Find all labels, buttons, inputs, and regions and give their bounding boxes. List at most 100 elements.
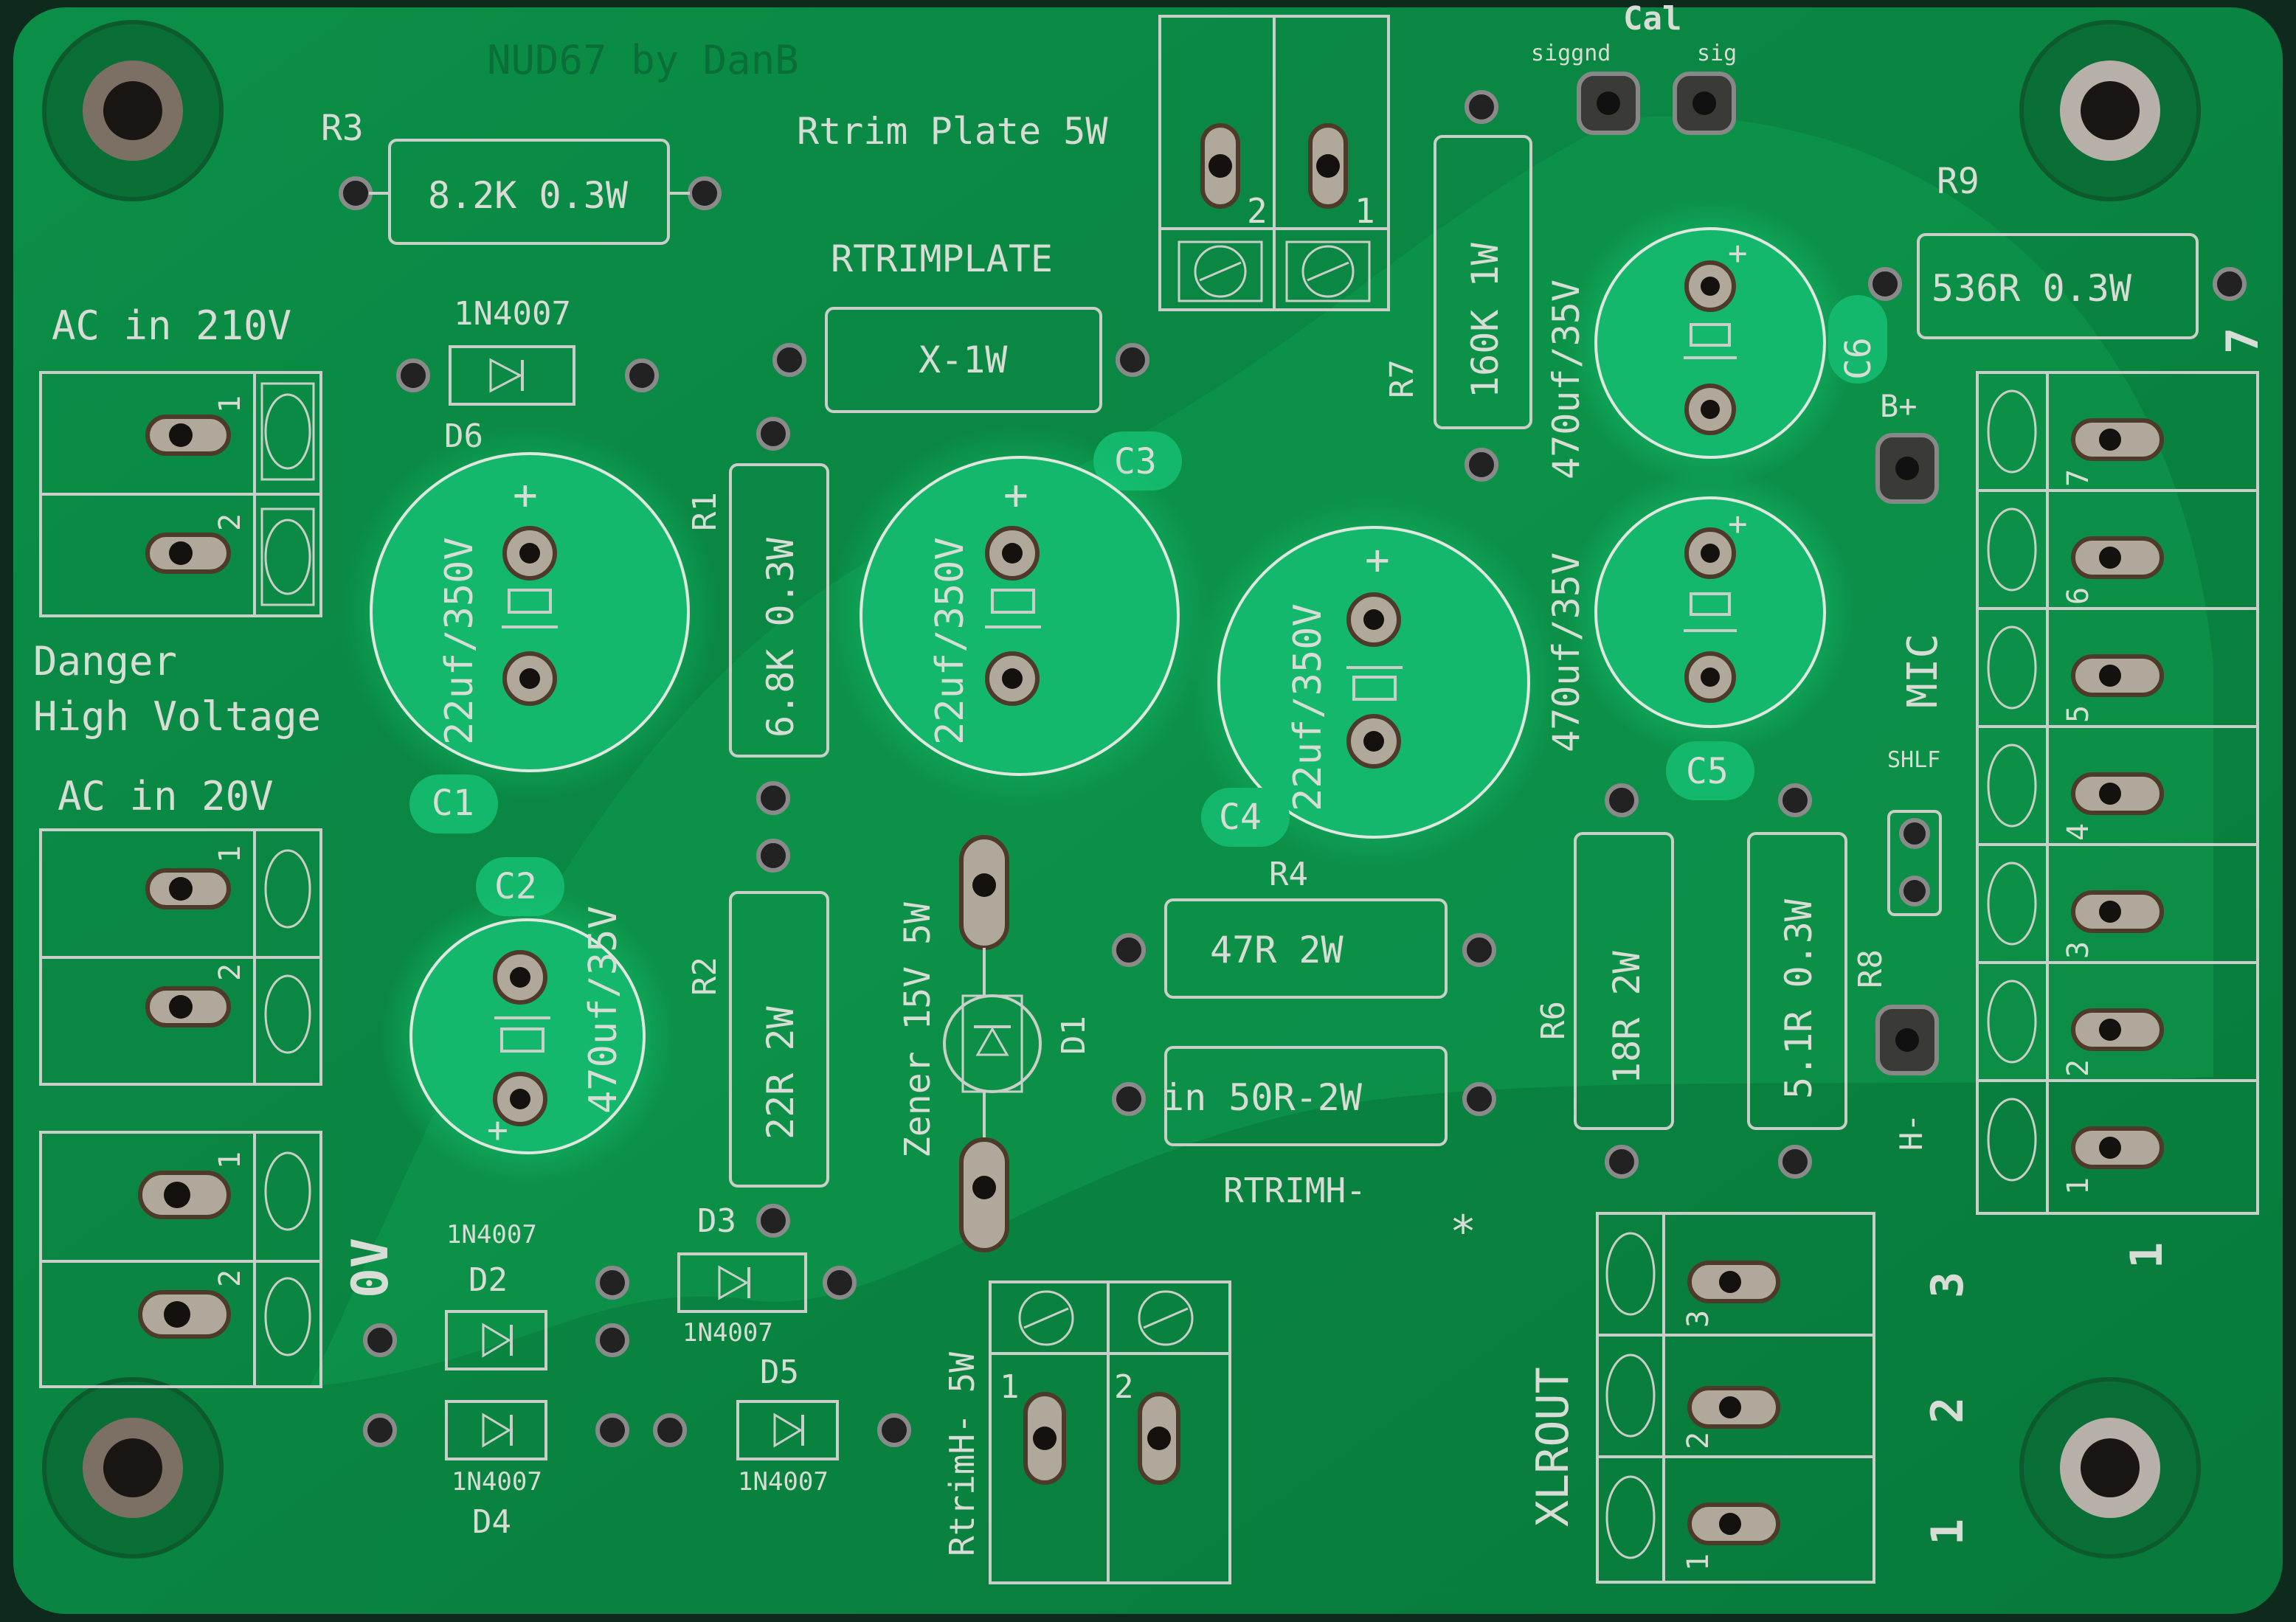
r9-pad-left bbox=[1868, 267, 1902, 301]
d5-label: D5 bbox=[760, 1354, 799, 1391]
ac20-pin1: 1 bbox=[213, 845, 247, 863]
r9-value: 536R 0.3W bbox=[1932, 267, 2132, 310]
rtrimplate-pad-right bbox=[1116, 343, 1149, 377]
c6-label: C6 bbox=[1838, 337, 1879, 380]
d3-label: D3 bbox=[697, 1202, 736, 1240]
capacitor-c4: + 22uf/350V bbox=[1189, 498, 1558, 867]
mic-pin5: 5 bbox=[2061, 705, 2095, 723]
capacitor-c5: + bbox=[1566, 468, 1854, 756]
c4-plus: + bbox=[1365, 536, 1390, 584]
r7-pad-bottom bbox=[1465, 448, 1498, 482]
ac210-pin1: 1 bbox=[213, 395, 247, 413]
r1-label: R1 bbox=[686, 492, 724, 531]
shlf-jumper bbox=[1887, 810, 1942, 916]
c3-plus: + bbox=[1003, 471, 1028, 519]
mic-pin1-marker: 1 bbox=[2121, 1242, 2173, 1269]
d6-part-label: 1N4007 bbox=[454, 295, 571, 333]
r6-pad-bottom bbox=[1605, 1145, 1639, 1179]
r9-label: R9 bbox=[1937, 161, 1979, 202]
rtrim-plate-terminal: 2 1 bbox=[1158, 15, 1390, 311]
rtrim-terminal-pin1: 1 bbox=[1355, 191, 1375, 231]
zerov-pin1: 1 bbox=[213, 1151, 247, 1169]
rtrimh-5w-label: RtrimH- 5W bbox=[942, 1352, 982, 1556]
mic-pin2: 2 bbox=[2061, 1059, 2095, 1077]
zerov-pin2: 2 bbox=[213, 1269, 247, 1287]
r6-value: 18R 2W bbox=[1605, 950, 1648, 1084]
c2-plus: + bbox=[487, 1109, 508, 1151]
ac20-pin2: 2 bbox=[213, 963, 247, 981]
c2-value: 470uf/35V bbox=[581, 906, 626, 1114]
xlr-pin3-marker: 3 bbox=[1922, 1272, 1974, 1298]
c6-label-bubble bbox=[1828, 295, 1887, 384]
rtrimh-terminal-pin1: 1 bbox=[1000, 1368, 1020, 1406]
mic-terminal: 7 6 5 4 3 2 1 bbox=[1976, 371, 2259, 1215]
d2-label: D2 bbox=[468, 1261, 508, 1299]
c4-label-bubble bbox=[1201, 788, 1290, 847]
c1-label: C1 bbox=[432, 783, 474, 824]
r2-outline bbox=[729, 891, 829, 1188]
capacitor-c1: + 22uf/350V bbox=[342, 424, 718, 800]
c1-label-bubble bbox=[409, 774, 498, 833]
r3-value: 8.2K 0.3W bbox=[428, 174, 629, 217]
r1-outline bbox=[729, 463, 829, 758]
c6-value: 470uf/35V bbox=[1545, 280, 1588, 479]
rtrimplate-label: RTRIMPLATE bbox=[831, 238, 1053, 280]
capacitor-c2: + 470uf/35V bbox=[380, 889, 675, 1184]
c4-value: 22uf/350V bbox=[1286, 603, 1330, 811]
rtrimh-pad-left bbox=[1112, 1082, 1146, 1116]
high-voltage-label: High Voltage bbox=[33, 693, 321, 740]
d3-part-label: 1N4007 bbox=[682, 1318, 773, 1348]
r3-pad-right bbox=[688, 176, 722, 210]
d6-outline bbox=[449, 345, 575, 406]
xlrout-label: XLROUT bbox=[1527, 1367, 1579, 1527]
r6-label: R6 bbox=[1535, 1001, 1572, 1040]
c5-value: 470uf/35V bbox=[1545, 552, 1588, 752]
d3-pad-left bbox=[595, 1266, 629, 1300]
xlr-pin1: 1 bbox=[1681, 1553, 1715, 1571]
rtrimh-terminal-pin2: 2 bbox=[1114, 1368, 1134, 1406]
r3-pad-left bbox=[339, 176, 373, 210]
r4-outline bbox=[1164, 898, 1448, 999]
r8-pad-top bbox=[1778, 783, 1812, 817]
shlf-label: SHLF bbox=[1887, 747, 1940, 773]
r8-outline bbox=[1747, 832, 1847, 1130]
xlrout-terminal: 3 2 1 bbox=[1596, 1212, 1875, 1584]
mic-pin1: 1 bbox=[2061, 1177, 2095, 1195]
zener-d1 bbox=[943, 835, 1042, 1252]
d6-pad-right bbox=[625, 358, 659, 392]
r7-outline bbox=[1434, 135, 1532, 429]
r7-label: R7 bbox=[1383, 359, 1421, 398]
r6-outline bbox=[1574, 832, 1674, 1130]
d4-outline bbox=[445, 1400, 547, 1460]
c5-label: C5 bbox=[1686, 751, 1729, 792]
c6-plus: + bbox=[1728, 235, 1748, 272]
mic-pin7-marker: 7 bbox=[2217, 327, 2269, 354]
r8-value: 5.1R 0.3W bbox=[1777, 898, 1820, 1099]
c1-value: 22uf/350V bbox=[438, 537, 482, 745]
mic-label: MIC bbox=[1899, 634, 1947, 708]
c5-plus: + bbox=[1728, 505, 1748, 543]
c5-label-bubble bbox=[1666, 741, 1754, 800]
rtrimplate-value: X-1W bbox=[919, 339, 1008, 381]
d3-pad-right bbox=[823, 1266, 857, 1300]
rtrimplate-outline bbox=[825, 307, 1102, 413]
hminus-label: H- bbox=[1893, 1113, 1929, 1151]
rtrimh-terminal: 1 2 bbox=[989, 1280, 1231, 1584]
danger-label: Danger bbox=[33, 638, 177, 685]
rtrimh-value: in 50R-2W bbox=[1162, 1076, 1363, 1119]
d1-label: D1 bbox=[1055, 1016, 1093, 1055]
c4-label: C4 bbox=[1219, 797, 1262, 838]
ac-in-20-terminal: 1 2 bbox=[39, 828, 322, 1086]
r8-pad-bottom bbox=[1778, 1145, 1812, 1179]
capacitor-c3: + 22uf/350V bbox=[829, 426, 1210, 806]
siggnd-label: siggnd bbox=[1531, 41, 1611, 66]
r2-label: R2 bbox=[686, 957, 724, 996]
d4-label: D4 bbox=[472, 1503, 511, 1541]
bplus-label: B+ bbox=[1880, 388, 1918, 424]
d2-part-label: 1N4007 bbox=[446, 1220, 537, 1250]
capacitor-c6: + bbox=[1566, 199, 1854, 487]
c1-plus: + bbox=[513, 471, 538, 519]
r1-pad-top bbox=[756, 417, 790, 451]
mounting-hole-top-left bbox=[42, 20, 224, 201]
